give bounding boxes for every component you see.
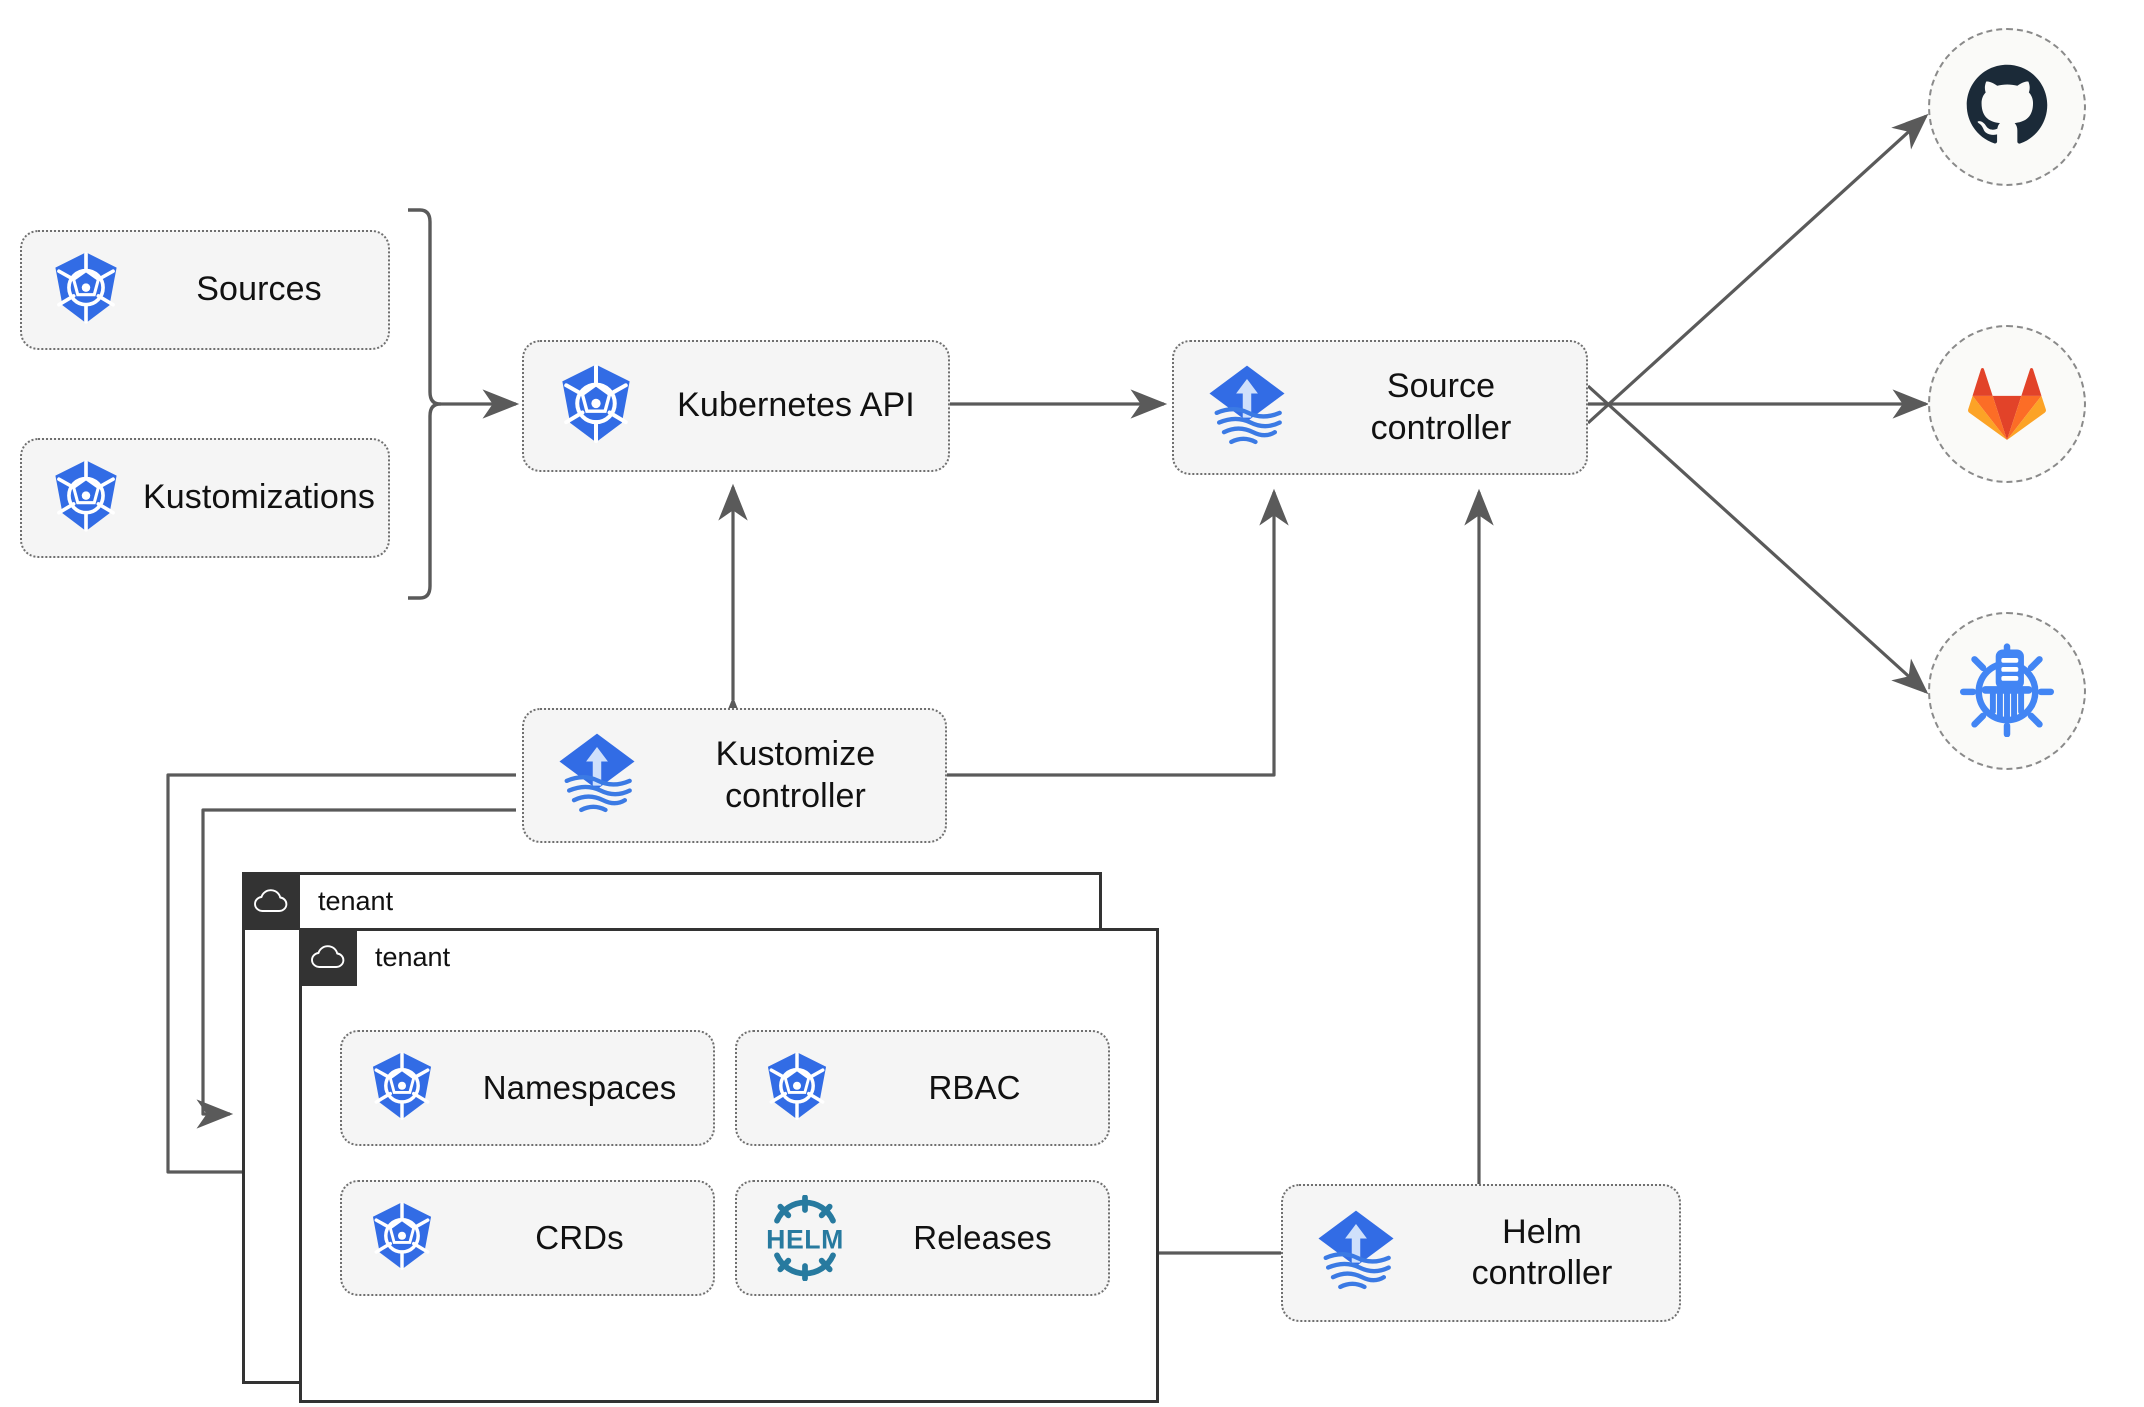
resource-label-sources: Sources — [196, 270, 322, 309]
kubernetes-icon — [350, 1200, 454, 1276]
tenant-resource-releases[interactable]: HELM Releases — [735, 1180, 1110, 1296]
flux-icon — [1186, 362, 1308, 454]
provider-node-github[interactable] — [1928, 28, 2086, 186]
controller-node-helm-controller[interactable]: Helm controller — [1281, 1184, 1681, 1322]
tenant-name-inner: tenant — [375, 941, 451, 972]
provider-node-helm-repository[interactable] — [1928, 612, 2086, 770]
resource-label-kustomizations: Kustomizations — [143, 478, 375, 517]
controller-label-kustomize-controller: Kustomize controller — [715, 735, 876, 815]
tenant-container-inner[interactable]: tenant — [299, 928, 1159, 1403]
gitlab-icon — [1962, 359, 2052, 450]
controller-node-kustomize-controller[interactable]: Kustomize controller — [522, 708, 947, 843]
kubernetes-icon — [536, 362, 656, 450]
tenant-resource-label-releases: Releases — [913, 1218, 1052, 1256]
flux-icon — [1295, 1207, 1417, 1299]
tenant-resource-crds[interactable]: CRDs — [340, 1180, 715, 1296]
resource-node-sources[interactable]: Sources — [20, 230, 390, 350]
kubernetes-icon — [745, 1050, 849, 1126]
kubernetes-icon — [32, 250, 140, 330]
flux-icon — [536, 730, 658, 822]
helm-icon: HELM — [745, 1195, 865, 1281]
cloud-icon — [299, 928, 357, 986]
cloud-icon — [242, 872, 300, 930]
controller-node-kubernetes-api[interactable]: Kubernetes API — [522, 340, 950, 472]
tenant-resource-label-rbac: RBAC — [928, 1068, 1021, 1106]
github-icon — [1961, 59, 2053, 156]
kubernetes-icon — [350, 1050, 454, 1126]
svg-text:HELM: HELM — [766, 1225, 844, 1255]
provider-node-gitlab[interactable] — [1928, 325, 2086, 483]
tenant-title-bar: tenant — [242, 872, 393, 930]
tenant-resource-rbac[interactable]: RBAC — [735, 1030, 1110, 1146]
controller-label-kubernetes-api: Kubernetes API — [677, 386, 915, 425]
controller-label-source-controller: Source controller — [1370, 367, 1512, 447]
tenant-name-outer: tenant — [318, 885, 394, 916]
tenant-resource-namespaces[interactable]: Namespaces — [340, 1030, 715, 1146]
helm-repository-icon — [1959, 641, 2055, 742]
controller-node-source-controller[interactable]: Source controller — [1172, 340, 1588, 475]
tenant-resource-label-crds: CRDs — [535, 1218, 624, 1256]
tenant-title-bar: tenant — [299, 928, 450, 986]
kubernetes-icon — [32, 458, 140, 538]
resource-node-kustomizations[interactable]: Kustomizations — [20, 438, 390, 558]
controller-label-helm-controller: Helm controller — [1471, 1212, 1613, 1292]
tenant-resource-label-namespaces: Namespaces — [482, 1068, 677, 1106]
